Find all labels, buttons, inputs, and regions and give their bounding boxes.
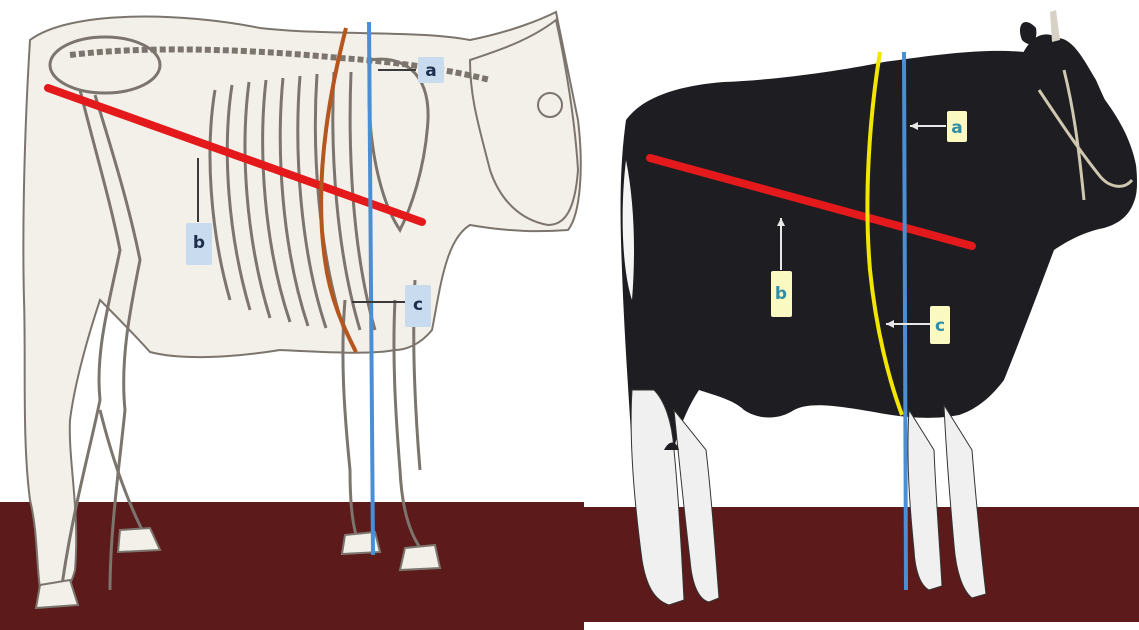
label-c: c: [930, 306, 950, 344]
label-c-text: c: [935, 316, 945, 336]
label-b: b: [771, 271, 792, 317]
label-c-text: c: [413, 295, 423, 315]
withers-height-line: [904, 52, 906, 590]
cow-photo: a b c: [584, 0, 1139, 630]
cow-photo-panel: a b c: [584, 0, 1139, 630]
label-a-text: a: [425, 61, 436, 81]
skeleton-diagram: a b c: [0, 0, 584, 630]
label-a: a: [418, 57, 444, 83]
label-b-text: b: [193, 233, 205, 253]
label-c: c: [405, 285, 431, 327]
ear: [1020, 22, 1036, 44]
label-b-text: b: [775, 284, 787, 304]
skeleton-diagram-panel: a b c: [0, 0, 584, 630]
label-b: b: [186, 223, 212, 265]
ground: [0, 502, 584, 630]
label-a-text: a: [951, 118, 962, 138]
label-a: a: [947, 111, 967, 142]
